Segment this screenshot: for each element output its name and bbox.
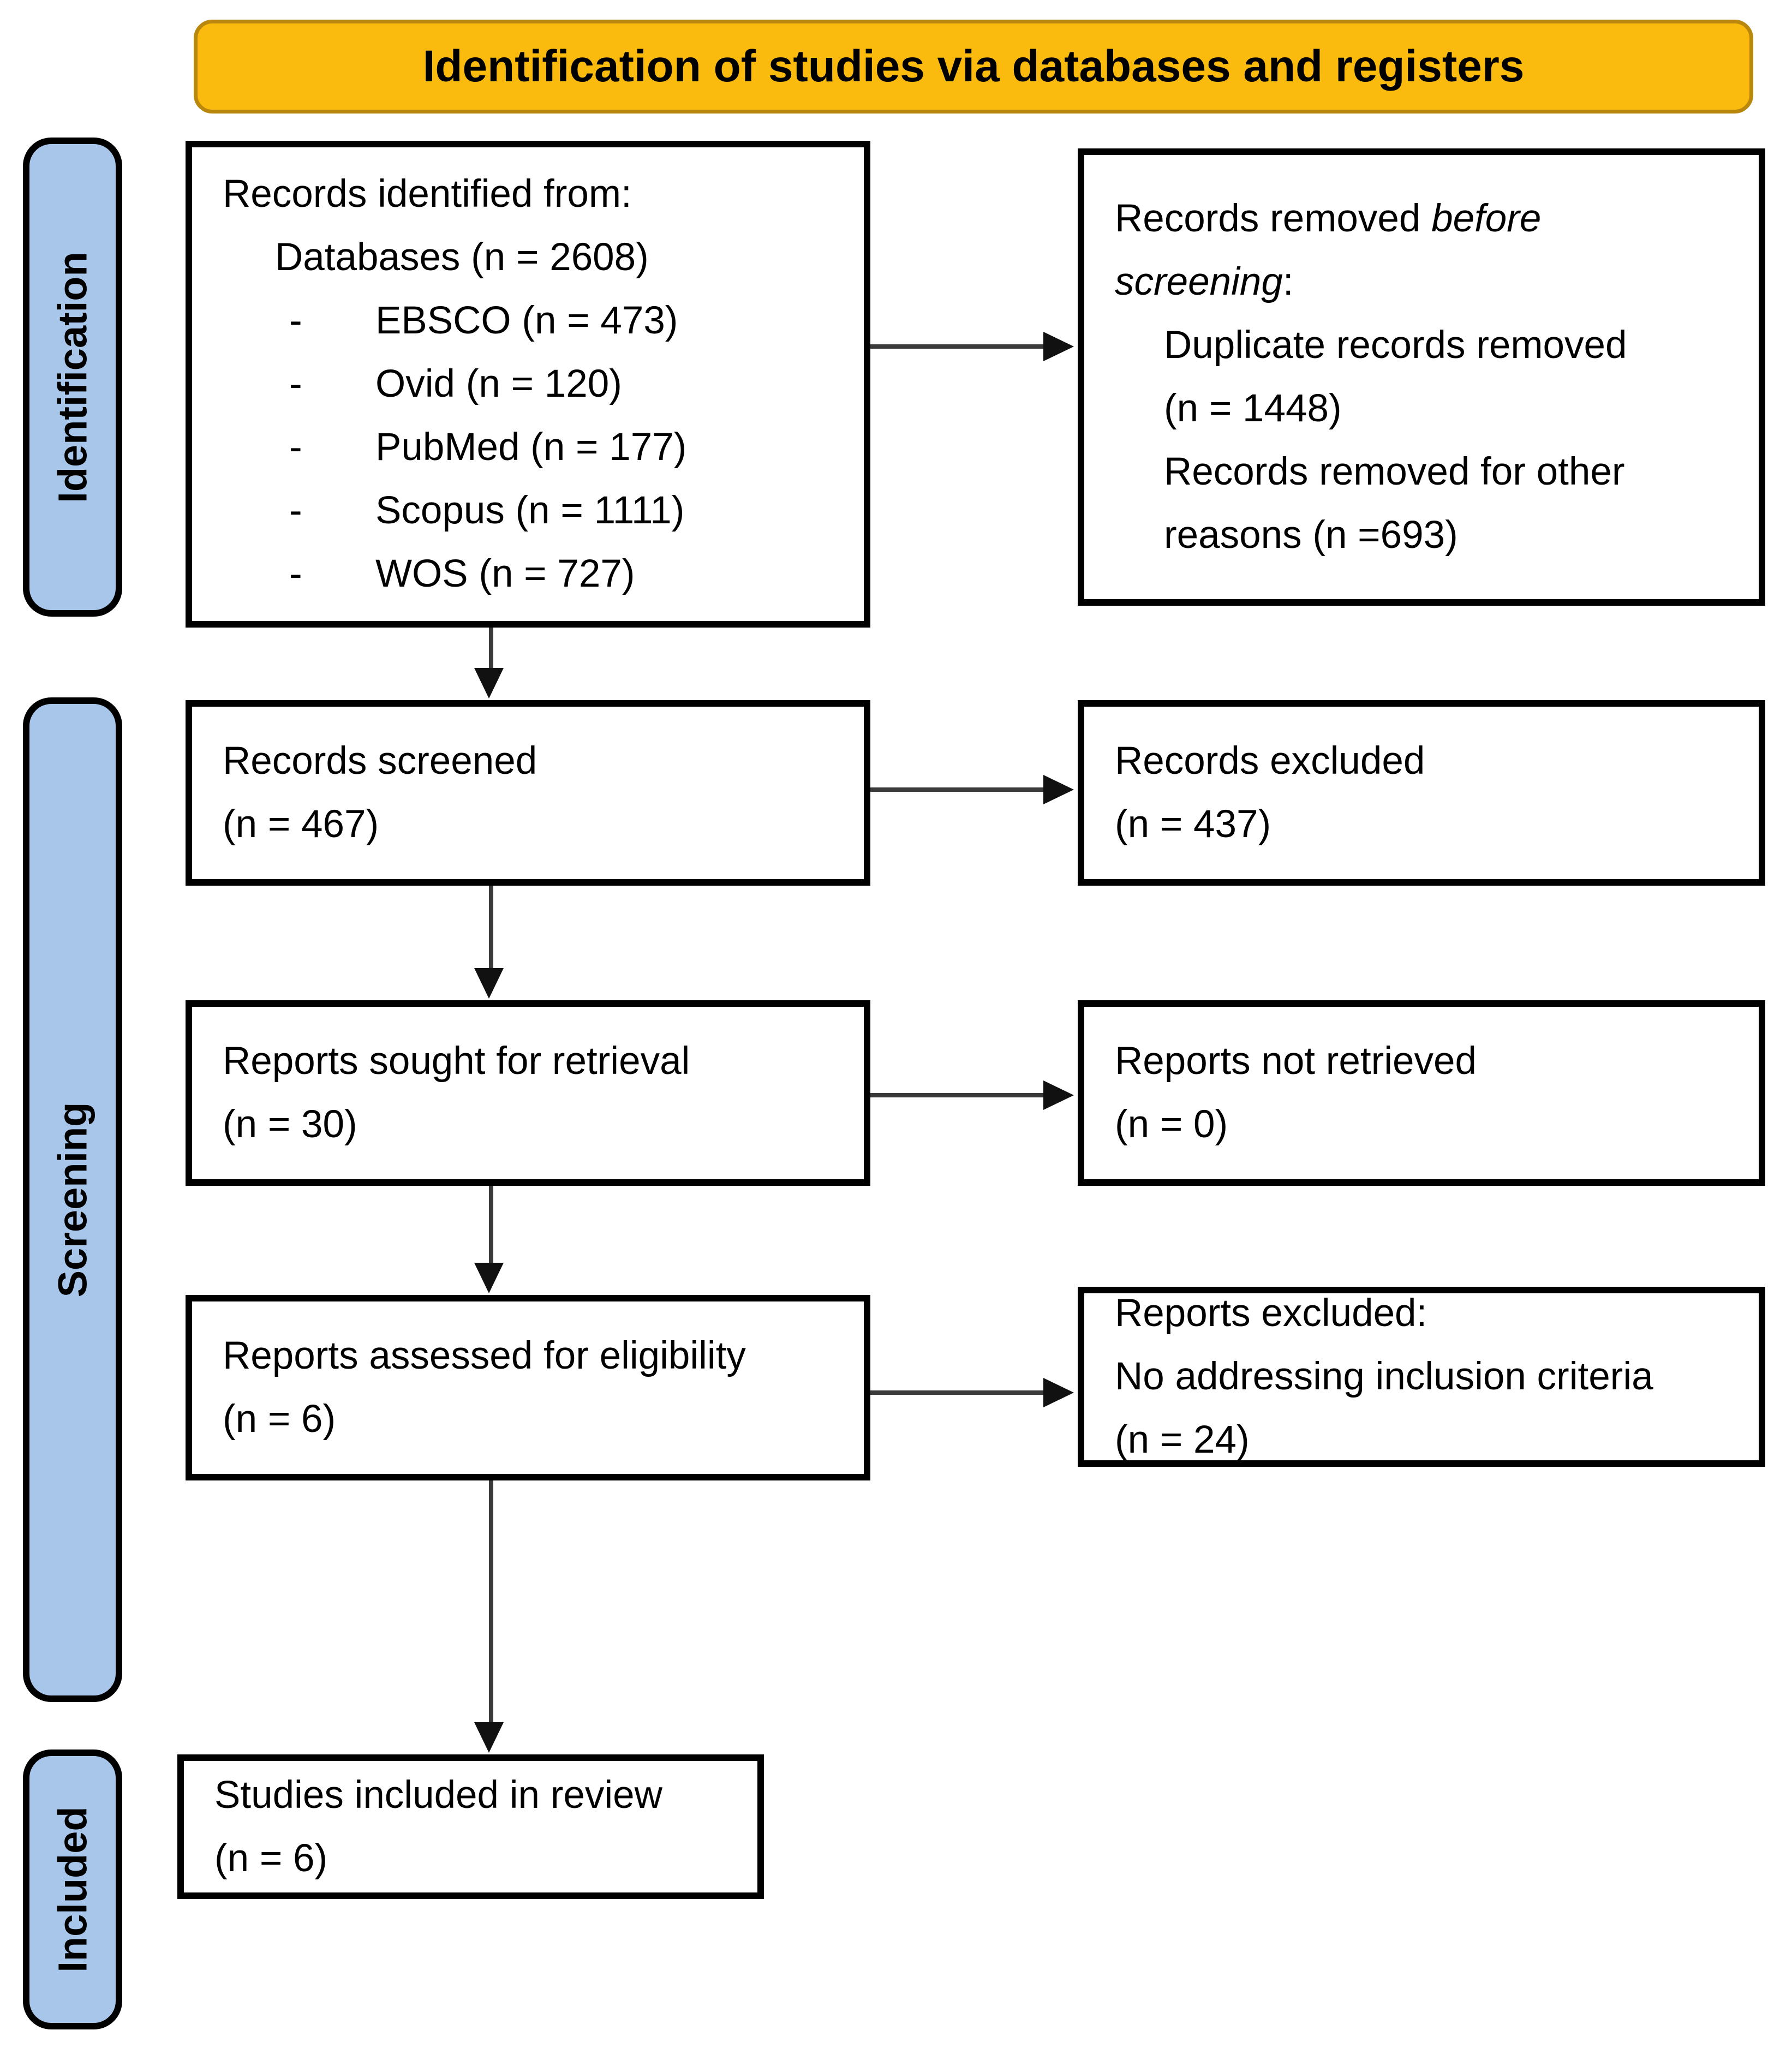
bullet-item: - Ovid (n = 120) [223, 353, 858, 416]
arrow-line [489, 628, 493, 670]
arrow-head [1043, 1378, 1074, 1407]
text-segment-italic: screening [1115, 260, 1283, 303]
box-reports-not-retrieved: Reports not retrieved (n = 0) [1078, 1000, 1765, 1186]
arrow-line [870, 1390, 1045, 1395]
text-line: (n = 24) [1115, 1418, 1250, 1461]
box-records-screened: Records screened (n = 467) [186, 700, 870, 886]
text-line: Studies included in review [214, 1773, 662, 1817]
arrow-line [489, 886, 493, 969]
arrow-head [1043, 775, 1074, 804]
text-segment: Records removed [1115, 197, 1432, 240]
text-line: Reports sought for retrieval [223, 1040, 690, 1083]
box-records-removed: Records removed before screening: Duplic… [1078, 148, 1765, 606]
text-line: Records identified from: [223, 172, 632, 216]
bullet-item: - WOS (n = 727) [223, 542, 858, 606]
arrow-line [870, 787, 1045, 792]
arrow-line [489, 1480, 493, 1724]
arrow-head [474, 968, 504, 999]
box-reports-assessed: Reports assessed for eligibility (n = 6) [186, 1295, 870, 1480]
arrow-line [870, 344, 1045, 349]
text-segment: : [1282, 260, 1294, 303]
text-line: (n = 6) [214, 1836, 328, 1880]
arrow-head [1043, 332, 1074, 361]
arrow-head [474, 1263, 504, 1293]
box-reports-sought: Reports sought for retrieval (n = 30) [186, 1000, 870, 1186]
text-line: Databases (n = 2608) [275, 236, 649, 279]
box-records-identified: Records identified from: Databases (n = … [186, 141, 870, 628]
text-line: Duplicate records removed [1164, 324, 1627, 367]
text-segment-italic: before [1431, 197, 1542, 240]
text-line: reasons (n =693) [1164, 514, 1458, 557]
bullet-label: Ovid (n = 120) [375, 362, 622, 405]
arrow-head [474, 668, 504, 698]
text-line: (n = 1448) [1164, 387, 1342, 430]
bullet-item: - PubMed (n = 177) [223, 416, 858, 479]
arrow-head [1043, 1080, 1074, 1110]
bullet-item: - Scopus (n = 1111) [223, 479, 858, 542]
text-line: Records removed before [1115, 187, 1753, 250]
bullet-label: PubMed (n = 177) [375, 426, 687, 469]
dash-bullet: - [289, 299, 302, 342]
text-line: Reports not retrieved [1115, 1040, 1477, 1083]
bullet-label: Scopus (n = 1111) [375, 489, 685, 532]
text-line: (n = 467) [223, 803, 379, 846]
dash-bullet: - [289, 362, 302, 405]
text-line: Records removed for other [1164, 450, 1625, 493]
banner-title: Identification of studies via databases … [194, 20, 1753, 114]
stage-included: Included [23, 1750, 122, 2029]
stage-label: Identification [50, 251, 95, 503]
bullet-label: EBSCO (n = 473) [375, 299, 678, 342]
text-line: No addressing inclusion criteria [1115, 1355, 1653, 1398]
text-line: Records screened [223, 739, 537, 783]
stage-label: Screening [50, 1102, 95, 1298]
text-line: (n = 6) [223, 1398, 336, 1441]
text-line: (n = 437) [1115, 803, 1271, 846]
arrow-line [489, 1186, 493, 1265]
stage-label: Included [50, 1806, 95, 1973]
dash-bullet: - [289, 552, 302, 595]
box-studies-included: Studies included in review (n = 6) [177, 1754, 764, 1899]
bullet-item: - EBSCO (n = 473) [223, 289, 858, 353]
text-line: screening: [1115, 250, 1753, 314]
box-reports-excluded: Reports excluded: No addressing inclusio… [1078, 1287, 1765, 1467]
arrow-line [870, 1093, 1045, 1097]
bullet-label: WOS (n = 727) [375, 552, 635, 595]
text-line: (n = 0) [1115, 1103, 1228, 1146]
text-line: Reports assessed for eligibility [223, 1334, 746, 1377]
arrow-head [474, 1722, 504, 1753]
stage-identification: Identification [23, 138, 122, 617]
box-records-excluded: Records excluded (n = 437) [1078, 700, 1765, 886]
dash-bullet: - [289, 489, 302, 532]
dash-bullet: - [289, 426, 302, 469]
text-line: Reports excluded: [1115, 1292, 1427, 1335]
text-line: (n = 30) [223, 1103, 357, 1146]
text-line: Records excluded [1115, 739, 1425, 783]
stage-screening: Screening [23, 697, 122, 1702]
